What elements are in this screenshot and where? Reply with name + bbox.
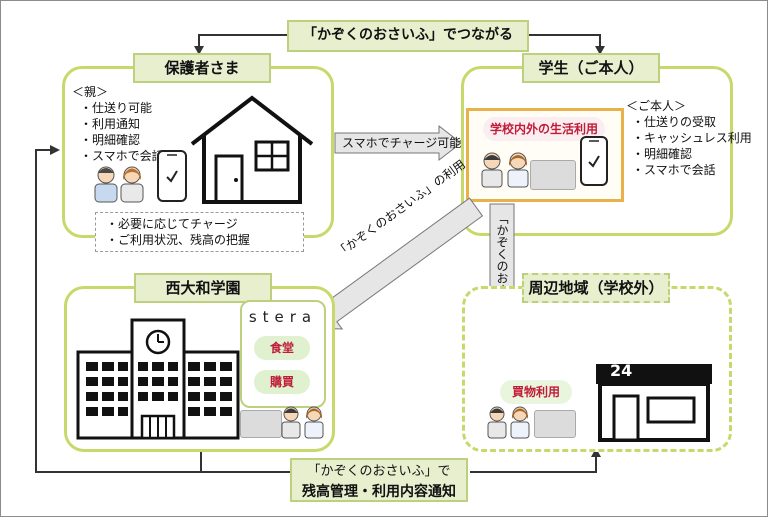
bottom-banner-line1: 「かぞくのおさいふ」で [307,464,451,479]
stera-logo: stera [248,308,318,326]
students-illustration [281,406,324,439]
student-item: ・スマホで会話 [632,163,716,177]
charge-arrow [334,124,462,162]
student-title: 学生（ご本人） [522,53,660,83]
student-header: ＜ご本人＞ [626,99,687,113]
phone-icon [580,136,608,186]
card-image [534,410,576,438]
student-item: ・仕送りの受取 [632,115,717,129]
guardian-item: ・スマホで会話 [80,149,164,163]
student-item: ・キャッシュレス利用 [632,131,752,145]
guardian-item: ・利用通知 [80,117,141,131]
phone-icon [157,150,187,202]
charge-label: スマホでチャージ可能 [342,136,462,150]
convenience-store-icon [596,364,712,442]
card-image [530,160,576,190]
store-number: 24 [610,361,633,380]
area-title: 周辺地域（学校外） [522,273,670,303]
top-banner: 「かぞくのおさいふ」でつながる [287,20,529,52]
stera-panel: stera 食堂 購買 [240,300,326,408]
guardian-item: ・明細確認 [80,133,141,147]
students-illustration [487,406,530,439]
guardian-item: ・仕送り可能 [80,101,153,115]
guardian-title: 保護者さま [133,53,271,83]
guardian-note: ・必要に応じてチャージ [106,217,238,231]
store-label: 購買 [254,370,310,394]
bottom-banner: 「かぞくのおさいふ」で 残高管理・利用内容通知 [290,458,468,502]
school-title: 西大和学園 [134,273,272,303]
shopping-label: 買物利用 [500,380,572,404]
school-building-icon [76,318,240,440]
cafeteria-label: 食堂 [254,336,310,360]
student-item: ・明細確認 [632,147,693,161]
guardian-note: ・ご利用状況、残高の把握 [106,233,251,247]
guardian-notes: ・必要に応じてチャージ ・ご利用状況、残高の把握 [95,212,304,252]
bottom-banner-line2: 残高管理・利用内容通知 [302,484,456,500]
house-icon [190,95,314,204]
card-image [240,410,282,438]
guardian-header: ＜親＞ [72,85,109,99]
students-illustration [481,152,529,188]
parents-illustration [94,166,144,203]
